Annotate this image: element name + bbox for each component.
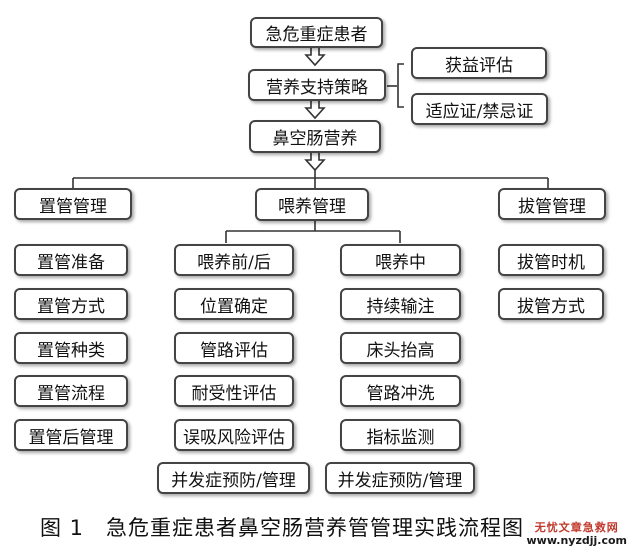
watermark-url: www.nyzdjj.com <box>526 534 628 547</box>
feeding-before-after-item: 误吸风险评估 <box>174 419 294 451</box>
removal-management-box: 拔管管理 <box>498 188 606 220</box>
figure-number: 图 1 <box>40 516 85 540</box>
feeding-before-after-item: 耐受性评估 <box>174 375 294 407</box>
removal-item: 拔管时机 <box>498 244 604 276</box>
placement-item: 置管方式 <box>14 288 128 320</box>
bracket-branches <box>397 63 404 108</box>
placement-item: 置管准备 <box>14 244 128 276</box>
removal-item: 拔管方式 <box>498 288 604 320</box>
feeding-management-box: 喂养管理 <box>255 188 369 221</box>
feeding-during-item: 管路冲洗 <box>340 375 461 407</box>
patient-box: 急危重症患者 <box>250 17 383 48</box>
feeding-before-after-item: 并发症预防/管理 <box>157 462 310 494</box>
feeding-during-item: 指标监测 <box>340 419 461 451</box>
enteral-box: 鼻空肠营养 <box>249 120 381 153</box>
benefit-assessment-box: 获益评估 <box>411 47 547 79</box>
arrow-down-1 <box>304 46 326 67</box>
feeding-split <box>225 221 401 243</box>
feeding-before-after-item: 位置确定 <box>174 288 294 320</box>
site-watermark: 无忧文章急救网 www.nyzdjj.com <box>527 521 628 547</box>
placement-item: 置管流程 <box>14 375 128 407</box>
arrow-down-2 <box>304 99 326 120</box>
feeding-before-after-item: 管路评估 <box>174 332 294 364</box>
feeding-during-item: 持续输注 <box>340 288 461 320</box>
placement-item: 置管种类 <box>14 332 128 364</box>
arrow-down-3 <box>304 151 326 172</box>
strategy-box: 营养支持策略 <box>248 69 386 101</box>
figure-caption: 图 1 急危重症患者鼻空肠营养管管理实践流程图 <box>40 512 524 542</box>
watermark-name: 无忧文章急救网 <box>534 521 619 534</box>
feeding-during-header: 喂养中 <box>340 244 461 276</box>
feeding-during-item: 并发症预防/管理 <box>325 462 475 494</box>
indication-box: 适应证/禁忌证 <box>411 93 548 125</box>
figure-title: 急危重症患者鼻空肠营养管管理实践流程图 <box>106 516 525 540</box>
feeding-before-after-header: 喂养前/后 <box>174 244 294 276</box>
placement-item: 置管后管理 <box>14 419 128 451</box>
feeding-during-item: 床头抬高 <box>340 332 461 364</box>
placement-management-box: 置管管理 <box>14 188 132 220</box>
